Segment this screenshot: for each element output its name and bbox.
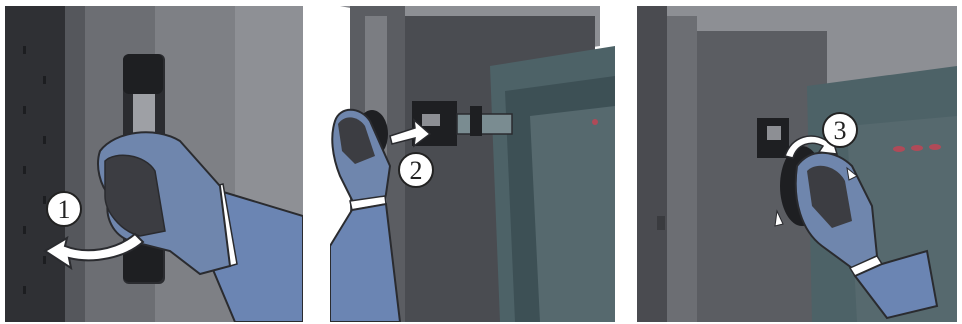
- door-slot: [657, 216, 665, 230]
- latch-slot: [422, 114, 440, 126]
- step-1-svg: 1: [5, 6, 303, 322]
- step-1-number: 1: [58, 195, 71, 224]
- indicator-light: [592, 119, 598, 125]
- latch-pin: [470, 106, 482, 136]
- latch-slot: [767, 126, 781, 140]
- cabinet-left: [637, 6, 667, 322]
- step-2-svg: 2: [330, 6, 615, 322]
- step-1-illustration: 1: [5, 6, 303, 322]
- step-3-illustration: 3: [637, 6, 957, 322]
- step-3-svg: 3: [637, 6, 957, 322]
- step-3-number: 3: [834, 116, 847, 145]
- cabinet-frame-edge: [65, 6, 85, 322]
- handle-top-cap: [123, 54, 163, 94]
- step-2-number: 2: [410, 156, 423, 185]
- step-2-illustration: 2: [330, 6, 615, 322]
- cabinet-post: [667, 16, 697, 322]
- latch-arm: [457, 114, 512, 134]
- teal-panel-face: [530, 106, 615, 322]
- cabinet-frame-left: [5, 6, 65, 322]
